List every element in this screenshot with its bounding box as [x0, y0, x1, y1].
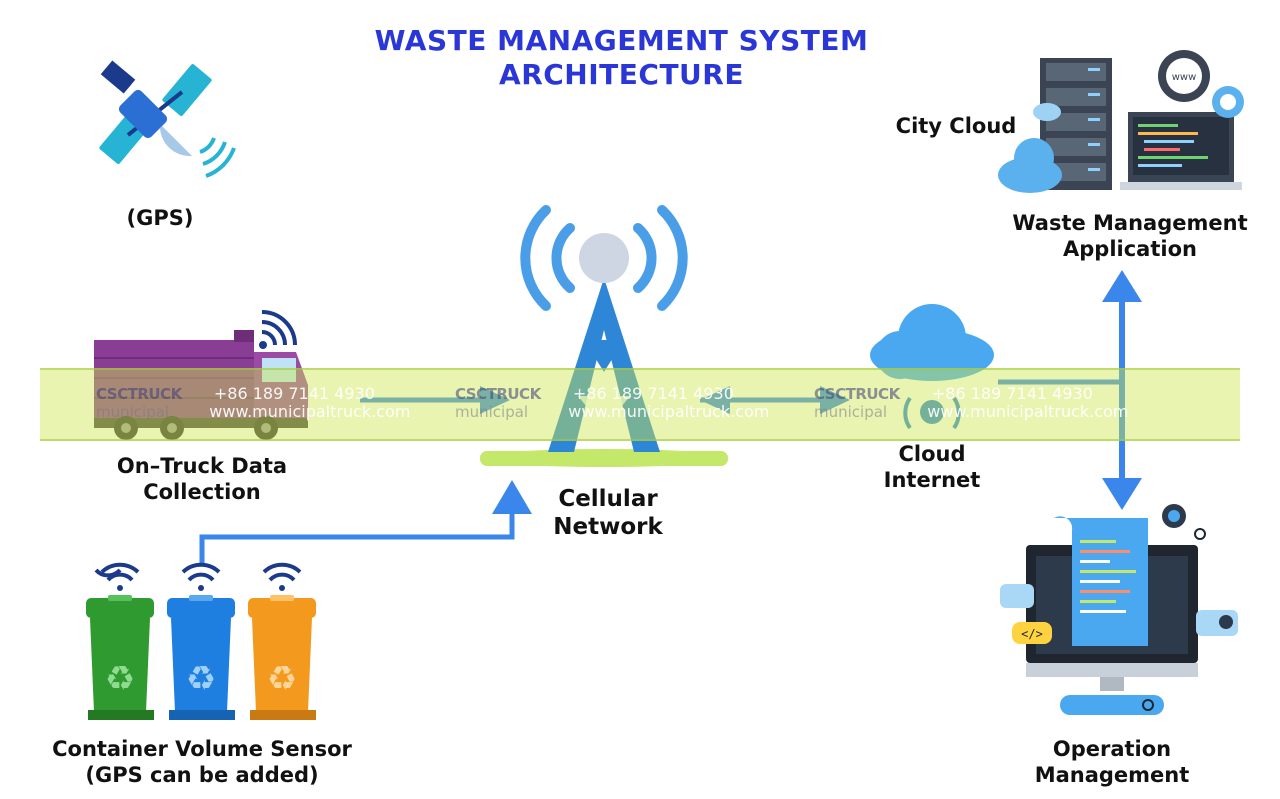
cloud-internet-label: Cloud Internet: [862, 441, 1002, 493]
container-label-line-1: Container Volume Sensor: [52, 737, 352, 761]
watermark-sub: municipal: [96, 403, 170, 421]
watermark-logo: CSCTRUCK: [814, 385, 900, 403]
cloud-icon: [998, 103, 1062, 193]
cell-tower-icon: [480, 205, 728, 467]
cellular-network-label: Cellular Network: [520, 485, 696, 541]
svg-text:♻: ♻: [105, 659, 135, 699]
satellite-icon: [99, 60, 236, 178]
watermark-phone: +86 189 7141 4930: [213, 384, 375, 403]
watermark-site: www.municipaltruck.com: [927, 402, 1129, 421]
title-line-2: ARCHITECTURE: [499, 58, 744, 91]
watermark-logo: CSCTRUCK: [455, 385, 541, 403]
app-label-line-2: Application: [1063, 237, 1197, 261]
truck-label-line-2: Collection: [143, 480, 261, 504]
wifi-icon: [259, 310, 297, 349]
gps-label: (GPS): [126, 206, 194, 230]
connector-arrows: [199, 270, 1142, 565]
watermark-band: [40, 368, 1240, 441]
watermark-block-1: CSCTRUCK +86 189 7141 4930 municipal www…: [96, 384, 411, 422]
operation-management-label: Operation Management: [1012, 736, 1212, 788]
watermark-block-2: CSCTRUCK +86 189 7141 4930 municipal www…: [455, 384, 770, 422]
cellular-label-line-2: Network: [553, 514, 663, 540]
server-icon: [1040, 58, 1112, 190]
watermark-phone: +86 189 7141 4930: [931, 384, 1093, 403]
recycle-bin-icon: ♻: [248, 562, 316, 720]
watermark-border-top: [40, 368, 1240, 370]
watermark-phone: +86 189 7141 4930: [572, 384, 734, 403]
gear-icon: www: [1158, 50, 1244, 118]
watermark-sub: municipal: [814, 403, 888, 421]
truck-label-line-1: On–Truck Data: [116, 454, 288, 478]
svg-text:www: www: [1172, 72, 1197, 83]
truck-icon: [94, 330, 308, 440]
cloud-label-line-2: Internet: [883, 468, 981, 492]
recycle-bin-icon: ♻: [167, 562, 235, 720]
monitor-icon: [1120, 112, 1242, 190]
waste-management-application-label: Waste Management Application: [1000, 210, 1260, 262]
watermark-site: www.municipaltruck.com: [568, 402, 770, 421]
watermark-sub: municipal: [455, 403, 529, 421]
app-label-line-1: Waste Management: [1012, 211, 1248, 235]
on-truck-data-collection-label: On–Truck Data Collection: [92, 453, 312, 505]
computer-icon: </>: [1000, 504, 1238, 715]
cloud-label-line-1: Cloud: [898, 442, 966, 466]
ops-label-line-1: Operation: [1052, 737, 1172, 761]
watermark-logo: CSCTRUCK: [96, 385, 182, 403]
container-volume-sensor-label: Container Volume Sensor (GPS can be adde…: [30, 736, 374, 788]
svg-text:</>: </>: [1021, 627, 1043, 641]
watermark-border-bottom: [40, 439, 1240, 441]
city-cloud-label: City Cloud: [895, 114, 1017, 138]
watermark-site: www.municipaltruck.com: [209, 402, 411, 421]
page-title: WASTE MANAGEMENT SYSTEM ARCHITECTURE: [0, 24, 1243, 92]
recycle-bin-icon: ♻: [86, 565, 154, 720]
cellular-label-line-1: Cellular: [558, 486, 658, 512]
title-line-1: WASTE MANAGEMENT SYSTEM: [374, 24, 869, 57]
watermark-block-3: CSCTRUCK +86 189 7141 4930 municipal www…: [814, 384, 1129, 422]
svg-text:♻: ♻: [186, 659, 216, 699]
container-label-line-2: (GPS can be added): [85, 763, 319, 787]
ops-label-line-2: Management: [1034, 763, 1190, 787]
svg-text:♻: ♻: [267, 659, 297, 699]
